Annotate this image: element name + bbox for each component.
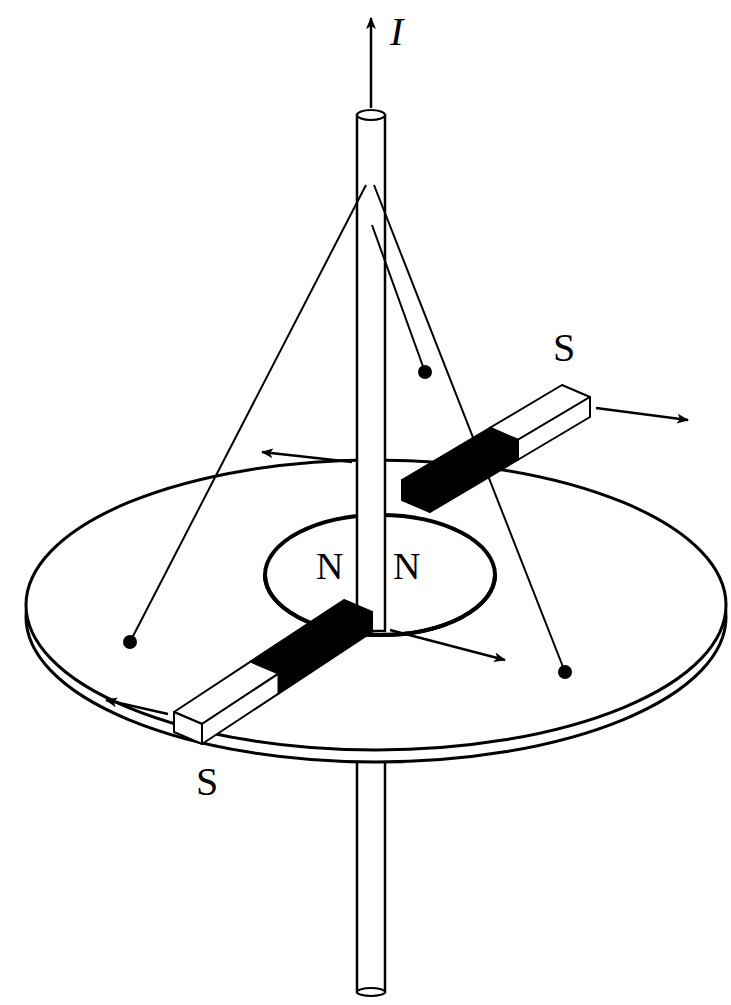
pole-label: N xyxy=(393,547,420,585)
string-anchors-part xyxy=(558,665,572,679)
force-arrows-part xyxy=(262,452,352,462)
bar-magnet-right-part xyxy=(430,440,518,512)
force-arrows xyxy=(106,408,688,714)
suspension-strings-part xyxy=(130,185,366,642)
force-arrows-part xyxy=(106,700,168,714)
rod-upper-part xyxy=(357,110,385,120)
bar-magnet-left-part xyxy=(202,674,279,744)
pole-label: S xyxy=(196,762,218,802)
pole-label: S xyxy=(553,328,575,368)
string-anchors-part xyxy=(418,365,432,379)
rod-upper xyxy=(357,110,385,631)
bar-magnet-left xyxy=(174,600,372,744)
pole-label: N xyxy=(316,547,343,585)
bar-magnet-right-part xyxy=(518,397,590,460)
bar-magnet-right xyxy=(402,385,590,512)
string-anchors-part xyxy=(123,635,137,649)
current-label: I xyxy=(390,12,403,52)
force-arrows-part xyxy=(390,630,505,660)
force-arrows-part xyxy=(596,408,688,420)
current-arrow xyxy=(370,18,373,108)
bar-magnet-right-part xyxy=(402,480,430,512)
bar-magnet-left-part xyxy=(279,612,373,694)
hole-front-rim xyxy=(265,575,495,635)
rod-lower xyxy=(357,730,385,996)
rod-lower-part xyxy=(357,730,385,992)
rod-lower-part xyxy=(357,988,385,996)
suspension-strings-part xyxy=(372,225,425,372)
bar-magnet-left-part xyxy=(174,712,202,744)
